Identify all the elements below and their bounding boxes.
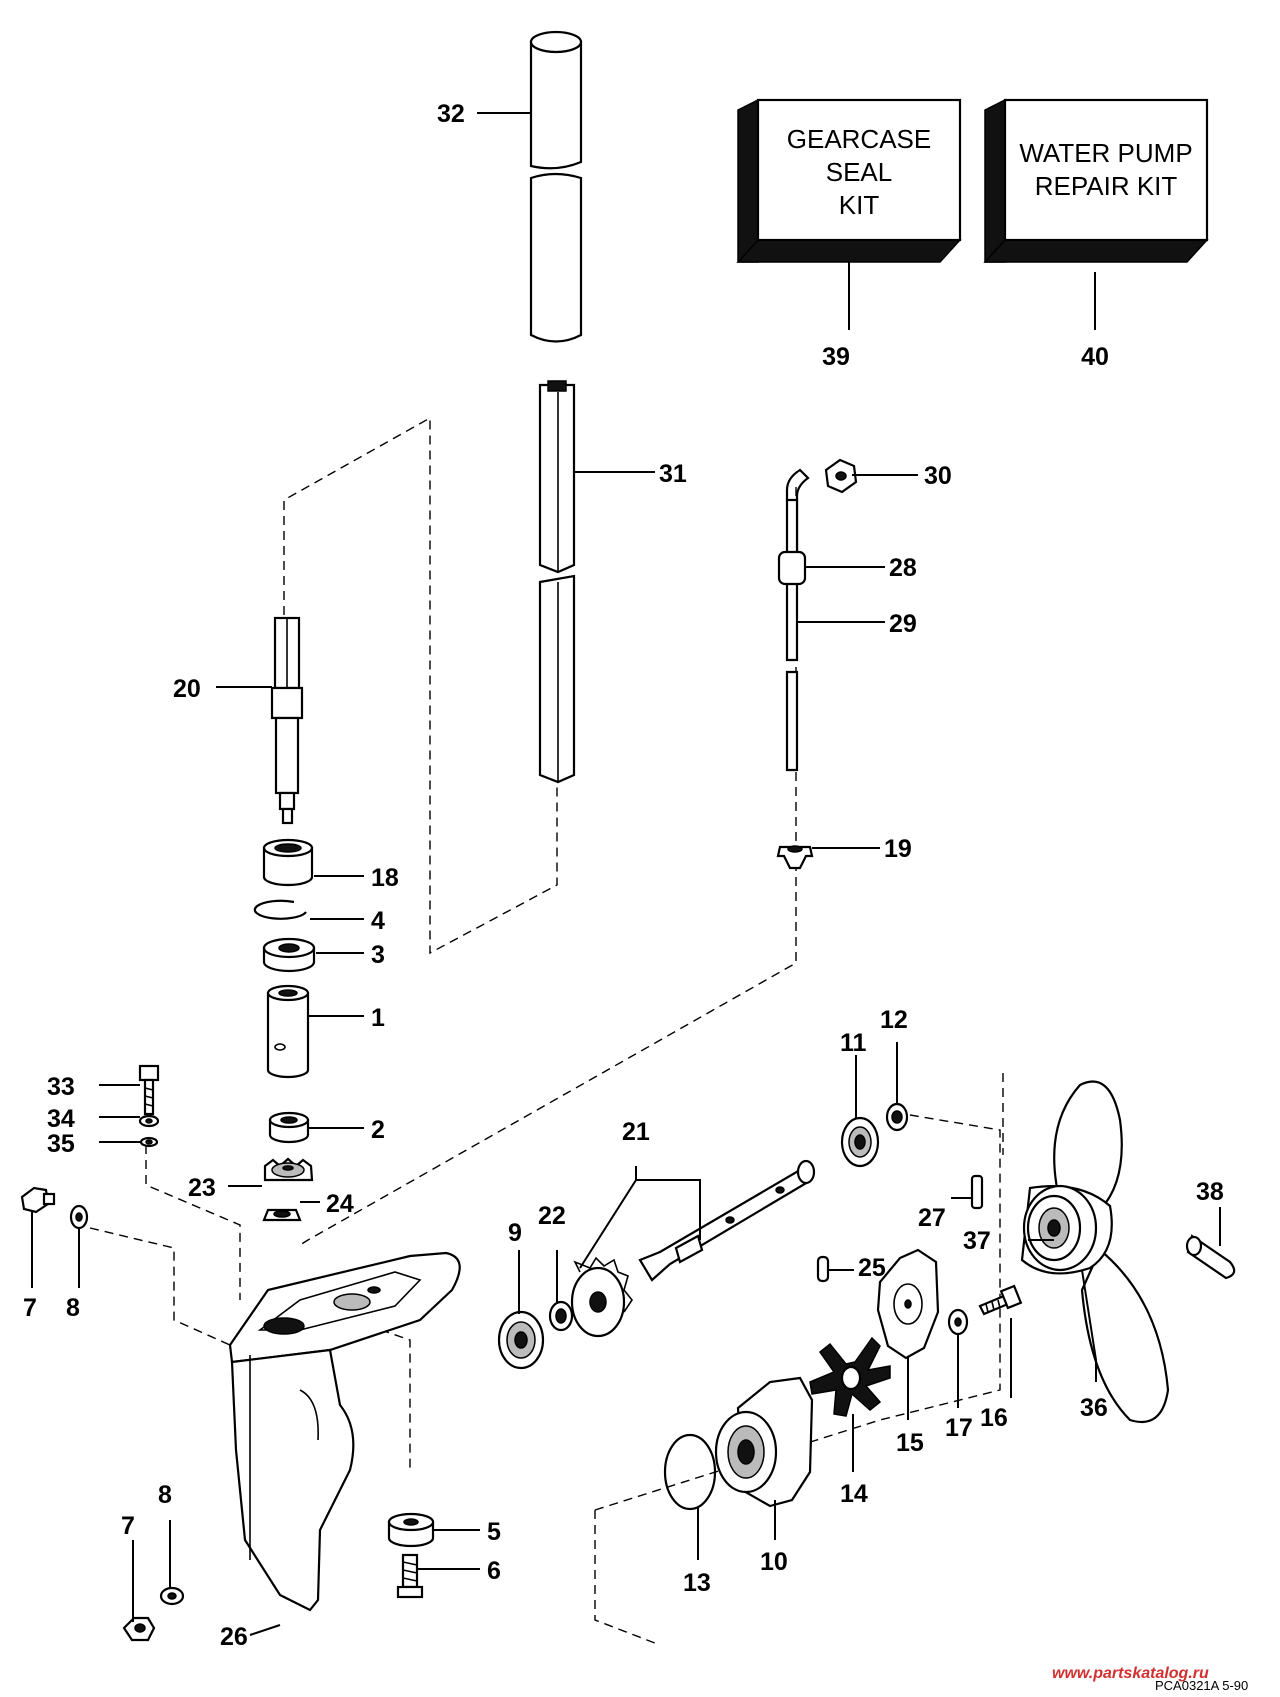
callout-21: 21 (622, 1118, 650, 1146)
callout-9: 9 (508, 1219, 522, 1247)
part-31-driveshaft (538, 380, 576, 784)
part-26-gearcase (228, 1251, 461, 1612)
part-22-thrust-washer (548, 1300, 574, 1332)
part-6-screw (396, 1553, 424, 1599)
part-21-forward-gear (570, 1256, 633, 1338)
callout-1: 1 (371, 1004, 385, 1032)
kit-39-line-2: SEAL (826, 157, 893, 187)
part-4-retaining-ring (253, 899, 307, 920)
part-5-grommet (387, 1512, 435, 1548)
part-25-pin (816, 1255, 830, 1283)
callout-39: 39 (822, 343, 850, 371)
part-19-grommet (776, 845, 814, 870)
kit-40-water-pump-repair: WATER PUMP REPAIR KIT (983, 98, 1209, 330)
kit-40-line-1: WATER PUMP (1019, 138, 1192, 168)
part-33-screw (138, 1064, 160, 1116)
part-28-grommet (777, 550, 807, 586)
callout-25: 25 (858, 1254, 886, 1282)
callout-24: 24 (326, 1190, 354, 1218)
callout-37: 37 (963, 1227, 991, 1255)
part-16-screw (978, 1284, 1023, 1316)
callout-19: 19 (884, 835, 912, 863)
part-8-gasket-upper (69, 1204, 89, 1230)
part-21-propeller-shaft (638, 1159, 816, 1282)
callout-14: 14 (840, 1480, 868, 1508)
part-34-washer (138, 1114, 160, 1128)
callout-36: 36 (1080, 1394, 1108, 1422)
callout-16: 16 (980, 1404, 1008, 1432)
kit-39-line-1: GEARCASE (787, 124, 932, 154)
part-7-drain-plug-upper (20, 1186, 56, 1214)
drawing-code: PCA0321A 5-90 (1155, 1678, 1248, 1693)
callout-12: 12 (880, 1006, 908, 1034)
part-27-pin (970, 1174, 984, 1210)
callout-7-upper: 7 (23, 1294, 37, 1322)
part-37-thrust-washer (1026, 1194, 1082, 1262)
callout-23: 23 (188, 1174, 216, 1202)
part-10-impeller-housing (714, 1376, 814, 1508)
callout-38: 38 (1196, 1178, 1224, 1206)
callout-2: 2 (371, 1116, 385, 1144)
part-7-drain-plug-lower (122, 1616, 156, 1642)
callout-13: 13 (683, 1569, 711, 1597)
callout-40: 40 (1081, 343, 1109, 371)
part-3-seal (262, 937, 316, 973)
part-2-bearing (268, 1111, 310, 1144)
callout-5: 5 (487, 1518, 501, 1546)
callout-22: 22 (538, 1202, 566, 1230)
leader-lines (31, 112, 1221, 1636)
callout-8-lower: 8 (158, 1481, 172, 1509)
callout-27: 27 (918, 1204, 946, 1232)
part-1-sleeve (266, 984, 310, 1079)
part-13-o-ring (663, 1433, 717, 1511)
callout-3: 3 (371, 941, 385, 969)
callout-15: 15 (896, 1429, 924, 1457)
callout-26: 26 (220, 1623, 248, 1651)
callout-numbers: 32 39 40 31 30 28 29 20 19 18 4 3 1 2 33… (23, 100, 1224, 1651)
callout-6: 6 (487, 1557, 501, 1585)
callout-34: 34 (47, 1105, 75, 1133)
part-14-impeller (809, 1336, 891, 1417)
part-17-washer (947, 1308, 969, 1336)
kit-40-line-2: REPAIR KIT (1035, 171, 1178, 201)
part-15-wear-plate (876, 1248, 940, 1360)
part-18-bushing (262, 838, 314, 887)
callout-28: 28 (889, 554, 917, 582)
part-11-bearing (840, 1116, 880, 1168)
part-35-washer (139, 1136, 159, 1148)
part-8-gasket-lower (159, 1586, 185, 1606)
watermark: www.partskatalog.ru (1052, 1665, 1209, 1682)
callout-30: 30 (924, 462, 952, 490)
part-30-seal (824, 458, 858, 494)
part-38-cotter-pin (1185, 1234, 1236, 1280)
callout-20: 20 (173, 675, 201, 703)
callout-35: 35 (47, 1130, 75, 1158)
part-12-seal (885, 1102, 909, 1132)
part-32-tube (529, 30, 583, 343)
callout-10: 10 (760, 1548, 788, 1576)
kit-39-gearcase-seal: GEARCASE SEAL KIT (736, 98, 962, 330)
part-9-bearing (497, 1310, 545, 1370)
kit-39-line-3: KIT (839, 190, 880, 220)
part-24-nut (262, 1208, 302, 1222)
callout-31: 31 (659, 460, 687, 488)
part-29-water-tube (785, 468, 810, 772)
callout-18: 18 (371, 864, 399, 892)
callout-33: 33 (47, 1073, 75, 1101)
callout-29: 29 (889, 610, 917, 638)
callout-7-lower: 7 (121, 1512, 135, 1540)
callout-11: 11 (840, 1029, 867, 1057)
part-20-pinion-shaft (270, 616, 304, 825)
callout-17: 17 (945, 1414, 973, 1442)
callout-4: 4 (371, 907, 385, 935)
part-23-pinion-gear (263, 1157, 314, 1182)
callout-32: 32 (437, 100, 465, 128)
callout-8-upper: 8 (66, 1294, 80, 1322)
